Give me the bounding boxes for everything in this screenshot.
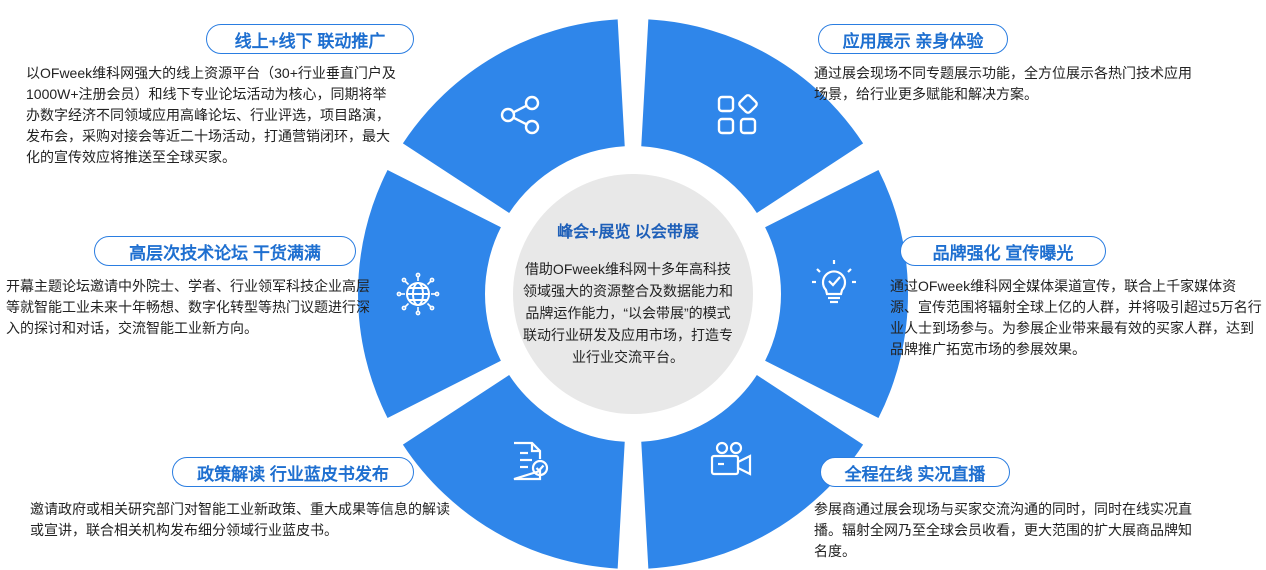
ring-segment	[641, 375, 864, 569]
center-title: 峰会+展览 以会带展	[557, 224, 699, 241]
lightbulb-icon	[812, 260, 856, 304]
globe-network-icon	[396, 272, 440, 316]
tag-online-offline: 线上+线下 联动推广	[206, 24, 414, 54]
tag-brand: 品牌强化 宣传曝光	[900, 236, 1106, 266]
ring-segment	[402, 375, 625, 569]
document-check-icon	[513, 441, 549, 481]
ring-segment	[641, 19, 864, 213]
desc-live: 参展商通过展会现场与买家交流沟通的同时，同时在线实况直播。辐射全网乃至全球会员收…	[814, 501, 1192, 559]
share-icon	[500, 95, 540, 135]
tag-policy: 政策解读 行业蓝皮书发布	[172, 457, 414, 487]
desc-online-offline: 以OFweek维科网强大的线上资源平台（30+行业垂直门户及1000W+注册会员…	[26, 65, 396, 165]
desc-forum: 开幕主题论坛邀请中外院士、学者、行业领军科技企业高层等就智能工业未来十年畅想、数…	[6, 278, 370, 336]
apps-icon	[717, 94, 758, 135]
video-camera-icon	[710, 441, 752, 476]
desc-brand: 通过OFweek维科网全媒体渠道宣传，联合上千家媒体资源、宣传范围将辐射全球上亿…	[890, 278, 1262, 357]
tag-application: 应用展示 亲身体验	[818, 24, 1008, 54]
desc-policy: 邀请政府或相关研究部门对智能工业新政策、重大成果等信息的解读或宣讲，联合相关机构…	[30, 501, 450, 538]
desc-application: 通过展会现场不同专题展示功能，全方位展示各热门技术应用场景，给行业更多赋能和解决…	[814, 65, 1192, 102]
center-body: 借助OFweek维科网十多年高科技领域强大的资源整合及数据能力和品牌运作能力，“…	[523, 261, 733, 365]
tag-forum: 高层次技术论坛 干货满满	[94, 236, 356, 266]
tag-live: 全程在线 实况直播	[820, 457, 1010, 487]
center-circle	[513, 174, 753, 414]
